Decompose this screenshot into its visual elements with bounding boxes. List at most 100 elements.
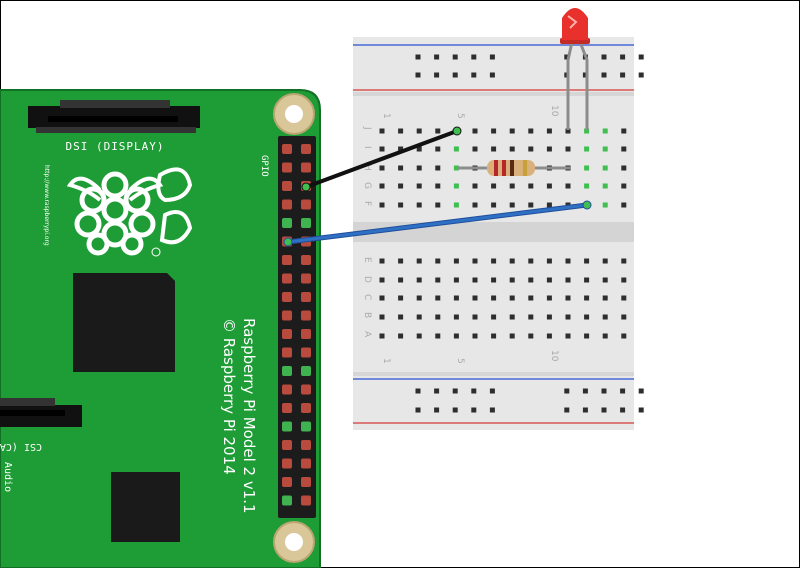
breadboard-hole <box>472 277 478 283</box>
breadboard-hole <box>602 277 608 283</box>
breadboard-hole <box>509 146 515 152</box>
ground-wire <box>304 129 459 189</box>
breadboard-hole <box>565 183 571 189</box>
breadboard-hole <box>491 146 497 152</box>
breadboard-hole <box>546 333 552 339</box>
breadboard-hole <box>582 407 588 413</box>
breadboard-hole <box>379 314 385 320</box>
breadboard-hole <box>509 277 515 283</box>
row-letter-a: A <box>362 331 372 338</box>
breadboard-hole <box>379 183 385 189</box>
breadboard-hole <box>621 165 627 171</box>
gpio-pin <box>282 255 292 265</box>
breadboard-hole <box>489 407 495 413</box>
col-number-top-5: 5 <box>455 113 465 119</box>
breadboard-hole <box>602 314 608 320</box>
breadboard-hole <box>453 277 459 283</box>
gpio-pin <box>282 199 292 210</box>
breadboard-hole <box>416 146 422 152</box>
breadboard-hole <box>565 295 571 301</box>
gpio-pin <box>301 255 311 265</box>
breadboard-hole <box>565 333 571 339</box>
jumper-wires <box>283 126 592 247</box>
breadboard-hole <box>452 54 458 60</box>
breadboard-hole <box>398 258 404 264</box>
col-number-top-10: 10 <box>549 105 559 117</box>
gpio-pin <box>301 144 311 154</box>
breadboard-hole <box>472 333 478 339</box>
resistor-band-4 <box>523 160 527 176</box>
gpio-pin <box>282 273 292 284</box>
rail-divider-bottom <box>353 372 634 376</box>
breadboard-hole <box>435 165 441 171</box>
red-led <box>560 8 590 130</box>
signal-wire <box>286 203 589 244</box>
breadboard-hole <box>602 295 608 301</box>
gpio-pin <box>282 181 292 191</box>
gpio-pin <box>301 421 311 432</box>
raspberry-logo-icon <box>66 167 193 256</box>
breadboard-hole <box>638 407 644 413</box>
breadboard-hole <box>584 165 590 171</box>
gpio-pin <box>301 403 311 413</box>
breadboard-hole <box>453 146 459 152</box>
breadboard-hole <box>602 333 608 339</box>
breadboard-hole <box>602 128 608 134</box>
row-letter-f: F <box>362 201 372 206</box>
breadboard-hole <box>546 183 552 189</box>
breadboard-hole <box>528 202 534 208</box>
breadboard-hole <box>415 388 421 394</box>
gpio-pin <box>301 440 311 450</box>
copyright-text: © Raspberry Pi 2014 <box>220 318 238 475</box>
breadboard-hole <box>453 333 459 339</box>
breadboard-hole <box>491 128 497 134</box>
breadboard-hole <box>453 165 459 171</box>
breadboard-hole <box>416 277 422 283</box>
dsi-label: DSI (DISPLAY) <box>65 140 164 153</box>
gpio-pin <box>301 477 311 487</box>
row-letter-j: J <box>362 126 372 130</box>
breadboard-hole <box>546 314 552 320</box>
breadboard-hole <box>416 314 422 320</box>
gpio-pin <box>282 218 292 228</box>
breadboard-hole <box>434 388 440 394</box>
breadboard-hole <box>584 258 590 264</box>
breadboard-hole <box>379 165 385 171</box>
breadboard-hole <box>453 295 459 301</box>
breadboard-hole <box>416 183 422 189</box>
breadboard-hole <box>509 295 515 301</box>
breadboard-hole <box>584 295 590 301</box>
gpio-pin <box>282 477 292 487</box>
breadboard-hole <box>471 407 477 413</box>
breadboard-hole <box>452 407 458 413</box>
gpio-label: GPIO <box>259 155 269 177</box>
signal-wire-end-bb <box>582 200 592 210</box>
breadboard-hole <box>435 295 441 301</box>
breadboard-hole <box>379 333 385 339</box>
breadboard-hole <box>453 202 459 208</box>
breadboard-hole <box>584 183 590 189</box>
breadboard-hole <box>491 183 497 189</box>
breadboard-hole <box>584 333 590 339</box>
breadboard-hole <box>621 258 627 264</box>
breadboard-hole <box>452 72 458 78</box>
row-letter-h: H <box>362 164 372 171</box>
model-text: Raspberry Pi Model 2 v1.1 <box>240 318 258 514</box>
gpio-pin <box>301 273 311 284</box>
breadboard-hole <box>528 183 534 189</box>
breadboard-hole <box>398 314 404 320</box>
breadboard-hole <box>528 333 534 339</box>
breadboard-hole <box>471 54 477 60</box>
breadboard-hole <box>379 128 385 134</box>
csi-label: CSI (CAMERA) <box>0 441 42 452</box>
breadboard-hole <box>528 277 534 283</box>
breadboard-hole <box>416 258 422 264</box>
breadboard-hole <box>621 295 627 301</box>
breadboard-hole <box>491 277 497 283</box>
breadboard-hole <box>379 202 385 208</box>
breadboard-hole <box>565 314 571 320</box>
soc-chip <box>73 273 175 372</box>
signal-wire-end-pi <box>283 237 293 247</box>
breadboard-hole <box>528 128 534 134</box>
breadboard-hole <box>452 388 458 394</box>
